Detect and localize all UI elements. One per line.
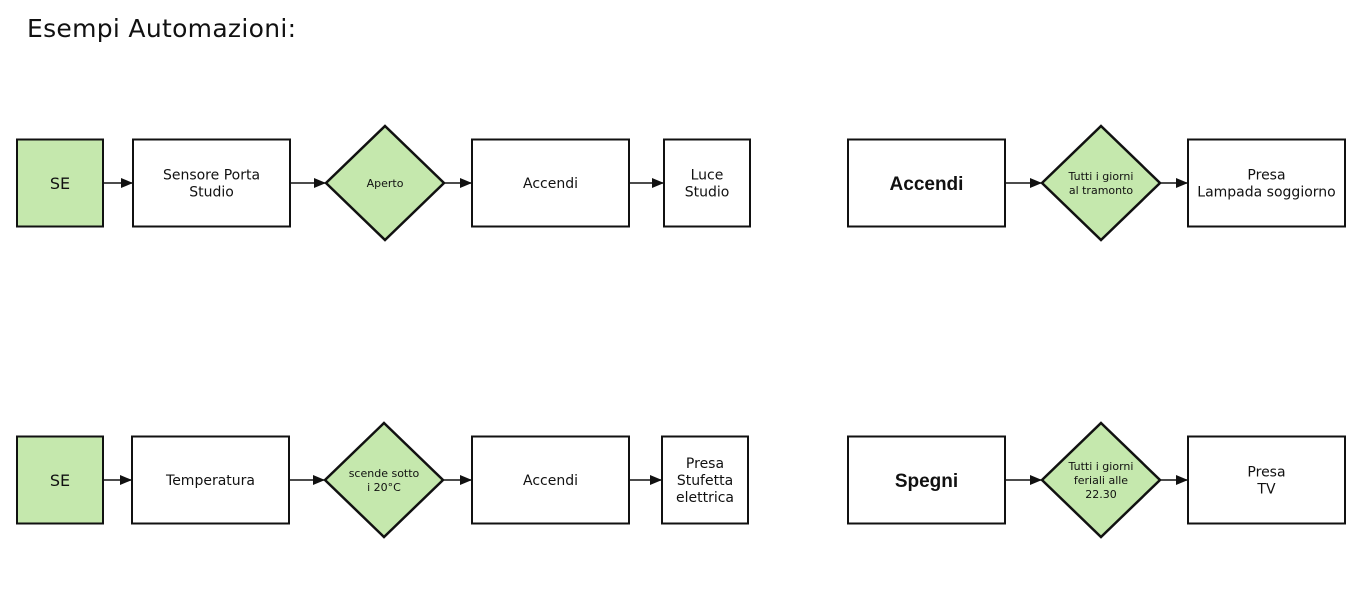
- node-label: Accendi: [523, 176, 578, 192]
- box-shape: [847, 435, 1006, 525]
- node-label: feriali alle: [1074, 474, 1128, 487]
- diamond-shape: [324, 124, 446, 242]
- node-box: Accendi: [471, 435, 630, 525]
- node-label: Aperto: [367, 177, 404, 190]
- node-box: SE: [16, 138, 104, 228]
- box-shape: [847, 138, 1006, 228]
- page-title: Esempi Automazioni:: [27, 14, 297, 43]
- node-label: Accendi: [523, 473, 578, 489]
- node-label: elettrica: [676, 490, 734, 506]
- box-shape: [663, 138, 751, 228]
- node-label: SE: [50, 471, 70, 490]
- node-label: Studio: [189, 185, 234, 201]
- node-label: Sensore Porta: [163, 168, 260, 184]
- node-label: Presa: [686, 456, 724, 472]
- node-box: Accendi: [847, 138, 1006, 228]
- node-label: Accendi: [890, 174, 964, 195]
- diamond-shape: [1040, 421, 1162, 539]
- node-label: al tramonto: [1069, 184, 1134, 197]
- box-shape: [471, 435, 630, 525]
- node-box: Accendi: [471, 138, 630, 228]
- box-shape: [1187, 435, 1346, 525]
- node-label: Luce: [691, 168, 724, 184]
- node-box: Temperatura: [131, 435, 290, 525]
- node-label: Tutti i giorni: [1068, 170, 1134, 183]
- node-label: Studio: [685, 185, 730, 201]
- box-shape: [471, 138, 630, 228]
- box-shape: [16, 435, 104, 525]
- node-label: SE: [50, 174, 70, 193]
- condition-diamond: Aperto: [324, 124, 446, 242]
- diamond-shape: [323, 421, 445, 539]
- node-label: Lampada soggiorno: [1197, 185, 1335, 201]
- node-label: Temperatura: [165, 473, 255, 489]
- node-label: i 20°C: [367, 481, 401, 494]
- node-label: 22.30: [1085, 488, 1117, 501]
- box-shape: [16, 138, 104, 228]
- node-label: TV: [1256, 482, 1276, 498]
- node-box: SE: [16, 435, 104, 525]
- diamond-shape: [1040, 124, 1162, 242]
- box-shape: [1187, 138, 1346, 228]
- node-box: Spegni: [847, 435, 1006, 525]
- node-label: Presa: [1247, 168, 1285, 184]
- box-shape: [131, 435, 290, 525]
- node-label: Presa: [1247, 465, 1285, 481]
- node-label: Stufetta: [677, 473, 733, 489]
- node-label: Tutti i giorni: [1068, 460, 1134, 473]
- box-shape: [661, 435, 749, 525]
- box-shape: [132, 138, 291, 228]
- node-label: Spegni: [895, 471, 958, 492]
- node-label: scende sotto: [349, 467, 420, 480]
